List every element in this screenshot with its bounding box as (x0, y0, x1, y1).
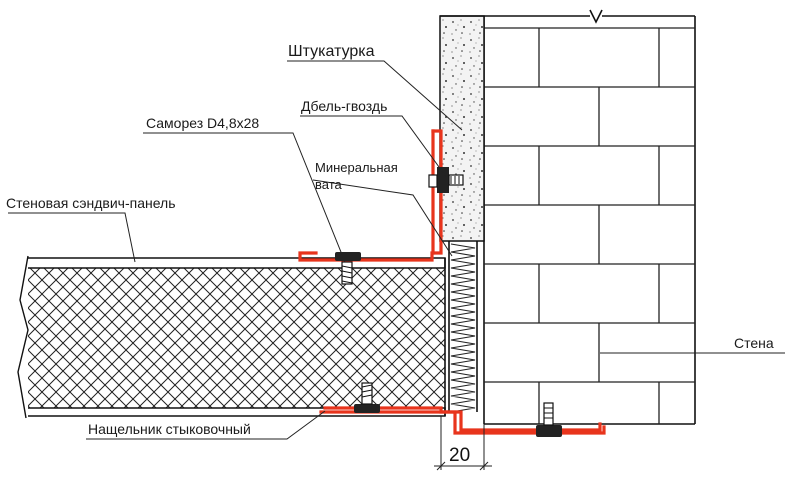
leader-lines (8, 60, 785, 440)
joint-cover-flashing (319, 406, 606, 435)
label-dowel-nail: Дбель-гвоздь (301, 98, 387, 114)
label-wall: Стена (734, 335, 774, 351)
labels: Штукатурка Дбель-гвоздь Саморез D4,8x28 … (6, 43, 774, 437)
plaster-layer (439, 15, 485, 242)
gap-dimension: 20 (434, 416, 492, 471)
label-mineral-wool-1: Минеральная (315, 160, 398, 175)
label-mineral-wool-2: вата (315, 177, 343, 192)
dowel-nail-icon (428, 167, 464, 193)
brick-wall (483, 9, 696, 425)
sandwich-panel (17, 255, 446, 419)
label-sandwich-panel: Стеновая сэндвич-панель (6, 195, 176, 211)
label-plaster: Штукатурка (288, 43, 375, 60)
upper-flashing (298, 129, 443, 262)
brick-courses (484, 27, 695, 424)
mineral-wool (448, 241, 478, 413)
screw-lower-icon (354, 382, 380, 413)
screw-wall-icon (536, 402, 562, 437)
screw-upper-icon (335, 252, 361, 285)
label-joint-cover: Нащельник стыковочный (88, 421, 251, 437)
label-self-tapping-screw: Саморез D4,8x28 (146, 115, 259, 131)
gap-dimension-value: 20 (449, 445, 470, 466)
brick-joints (484, 27, 695, 424)
